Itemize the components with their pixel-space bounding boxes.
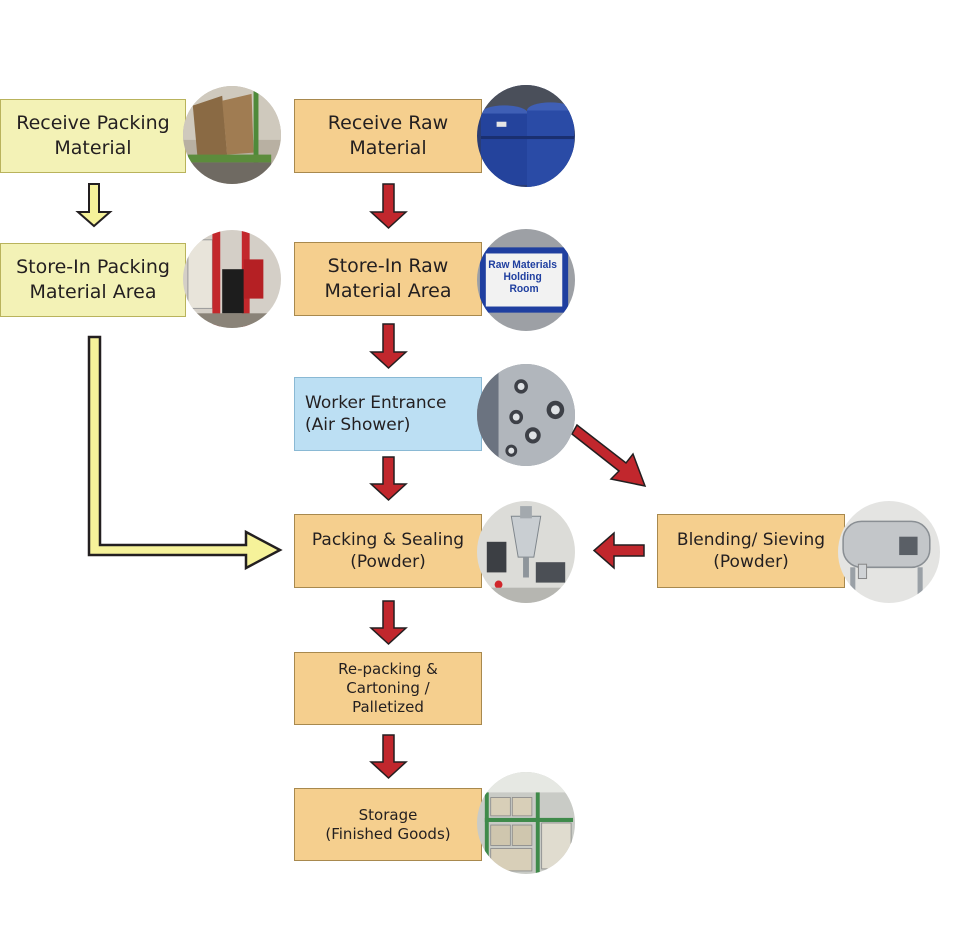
step-receive-raw-material: Receive Raw Material bbox=[294, 99, 482, 173]
warehouse-storage-photo bbox=[477, 772, 575, 874]
step-label: Receive Packing Material bbox=[16, 112, 170, 159]
step-packing-and-sealing: Packing & Sealing (Powder) bbox=[294, 514, 482, 588]
step-label: Packing & Sealing (Powder) bbox=[311, 529, 465, 572]
forklift-photo bbox=[183, 230, 281, 328]
step-store-in-packing-material-area: Store-In Packing Material Area bbox=[0, 243, 186, 317]
arrow-repacking-to-storage bbox=[369, 734, 408, 780]
step-label: Receive Raw Material bbox=[327, 112, 449, 159]
blending-machine-photo bbox=[838, 501, 940, 603]
packing-machine-photo bbox=[477, 501, 575, 603]
step-label: Re-packing & Cartoning / Palletized bbox=[338, 660, 438, 716]
arrow-worker-entrance-to-blending bbox=[571, 423, 647, 488]
step-label: Blending/ Sieving (Powder) bbox=[676, 529, 826, 572]
step-store-in-raw-material-area: Store-In Raw Material Area bbox=[294, 242, 482, 316]
raw-material-drums-photo bbox=[477, 85, 575, 187]
air-shower-photo bbox=[477, 364, 575, 466]
arrow-worker-entrance-to-packing-sealing bbox=[369, 456, 408, 502]
step-blending-sieving: Blending/ Sieving (Powder) bbox=[657, 514, 845, 588]
arrow-receive-raw-to-store-raw bbox=[369, 183, 408, 230]
packing-material-photo bbox=[183, 86, 281, 184]
arrow-blending-to-packing-sealing bbox=[592, 531, 645, 570]
holding-room-sign-photo: Raw Materials Holding Room bbox=[477, 229, 575, 331]
step-repacking-cartoning: Re-packing & Cartoning / Palletized bbox=[294, 652, 482, 725]
arrow-packing-sealing-to-repacking bbox=[369, 600, 408, 646]
step-receive-packing-material: Receive Packing Material bbox=[0, 99, 186, 173]
step-label: Storage (Finished Goods) bbox=[325, 805, 451, 843]
arrow-receive-to-store-packing bbox=[75, 183, 113, 228]
step-label: Worker Entrance (Air Shower) bbox=[305, 392, 447, 435]
step-worker-entrance: Worker Entrance (Air Shower) bbox=[294, 377, 482, 451]
step-storage-finished-goods: Storage (Finished Goods) bbox=[294, 788, 482, 861]
arrow-store-packing-to-packing-sealing bbox=[87, 335, 283, 571]
holding-room-sign-text: Raw Materials Holding Room bbox=[488, 259, 559, 296]
arrow-store-raw-to-worker-entrance bbox=[369, 323, 408, 370]
step-label: Store-In Raw Material Area bbox=[324, 255, 452, 302]
step-label: Store-In Packing Material Area bbox=[16, 256, 170, 303]
